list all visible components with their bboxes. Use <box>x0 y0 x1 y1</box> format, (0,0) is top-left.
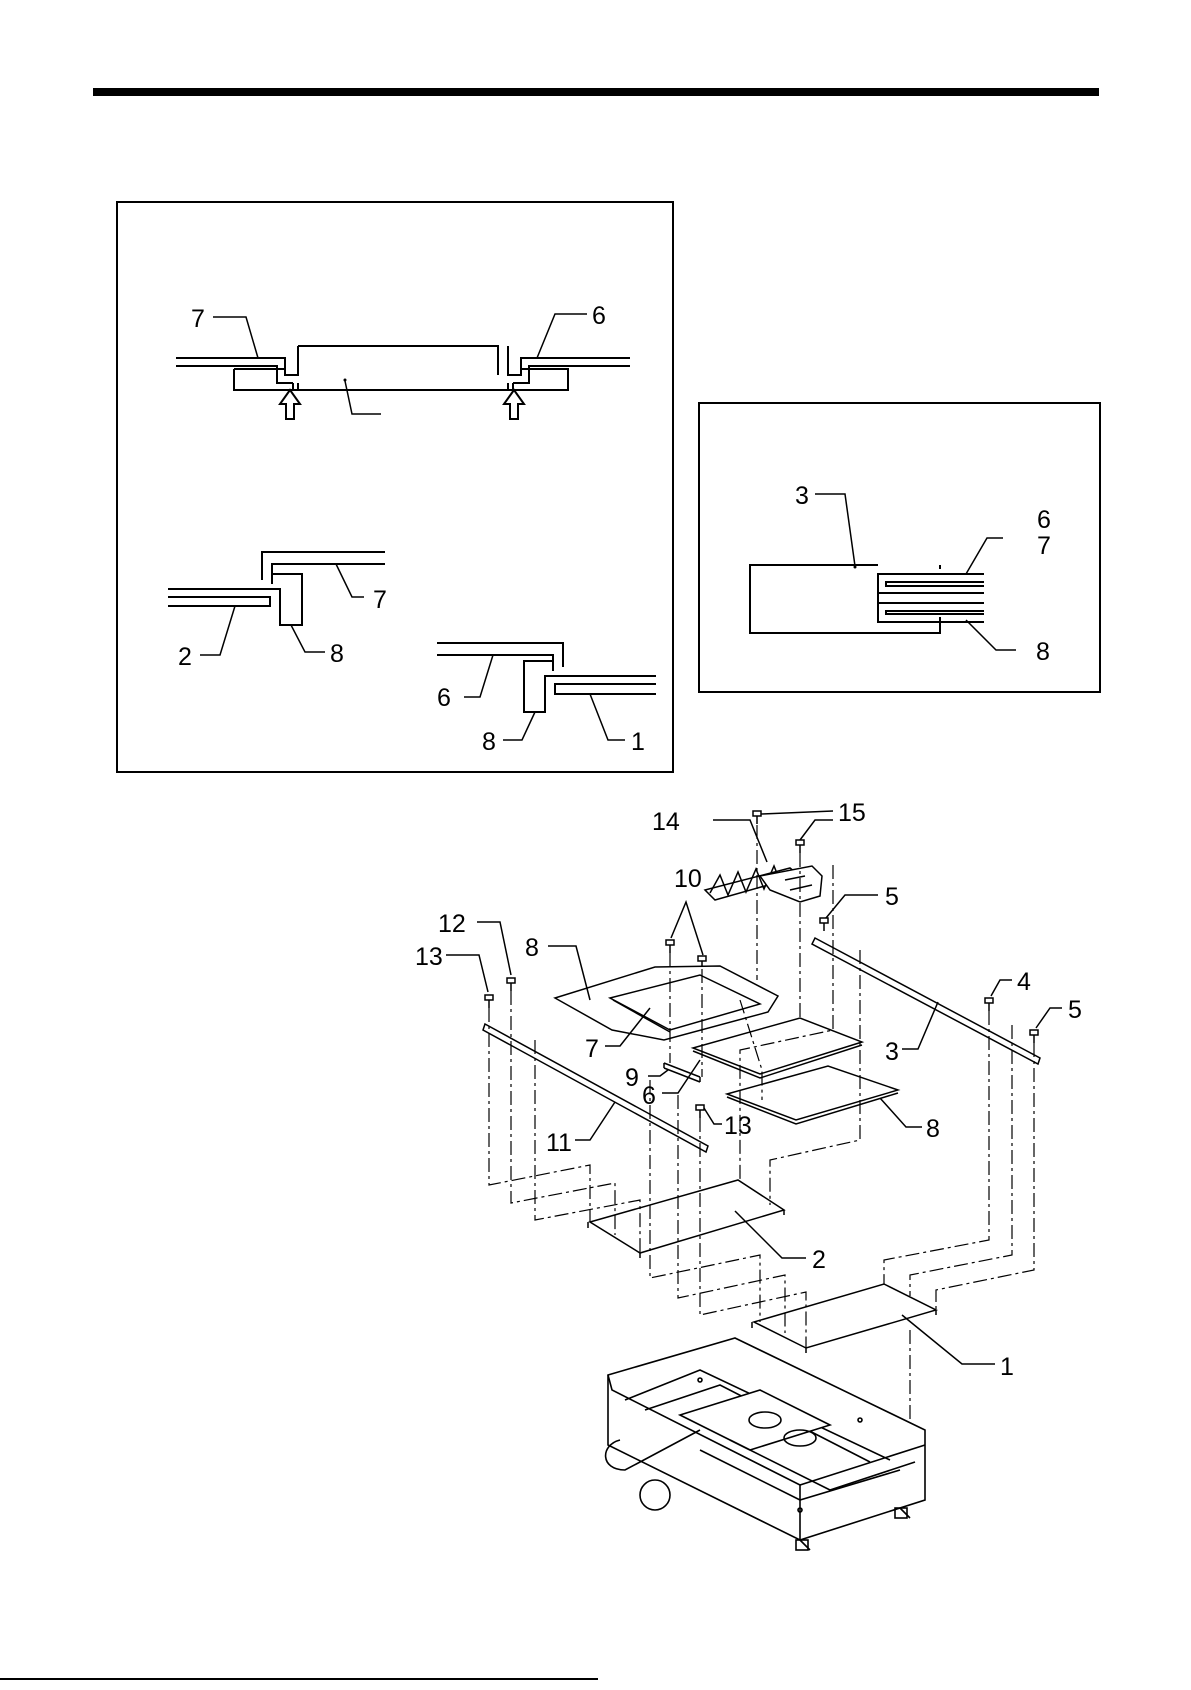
callout-10: 10 <box>674 865 702 893</box>
screw-icon <box>796 840 804 853</box>
screw-icon <box>696 1105 704 1118</box>
screw-icon <box>507 978 515 991</box>
screw-icon <box>985 998 993 1011</box>
sheet-6 <box>693 1018 862 1074</box>
callout-15: 15 <box>838 799 866 827</box>
detail-a-mid-left-section <box>168 552 385 625</box>
callout-5: 5 <box>1068 996 1082 1024</box>
screw-icon <box>753 811 761 824</box>
callout-13: 13 <box>415 943 443 971</box>
callout-14: 14 <box>652 808 680 836</box>
exploded-view: 14 15 10 8 7 9 6 8 <box>415 799 1082 1550</box>
plate-2 <box>590 1180 784 1253</box>
callout-6: 6 <box>437 684 451 712</box>
callout-8: 8 <box>525 934 539 962</box>
callout-6: 6 <box>642 1082 656 1110</box>
callout-2: 2 <box>178 643 192 671</box>
callout-5: 5 <box>885 883 899 911</box>
callout-1: 1 <box>1000 1353 1014 1381</box>
detail-a-low-right-section <box>437 643 656 712</box>
screw-icon <box>666 940 674 953</box>
callout-2: 2 <box>812 1246 826 1274</box>
callout-8: 8 <box>1036 638 1050 666</box>
header-rule <box>93 88 1099 96</box>
callout-1: 1 <box>631 728 645 756</box>
detail-a-panel: 7 6 7 2 8 6 8 1 <box>117 202 673 772</box>
sheet-8-lower <box>727 1066 898 1120</box>
screw-icon <box>1030 1030 1038 1043</box>
arrow-up-icon <box>280 390 300 419</box>
detail-b-section <box>750 565 984 633</box>
callout-9: 9 <box>625 1064 639 1092</box>
screw-icon <box>485 995 493 1008</box>
callout-8: 8 <box>482 728 496 756</box>
detail-a-top-section <box>176 346 630 390</box>
callout-7: 7 <box>373 586 387 614</box>
machine-base <box>606 1338 925 1550</box>
callout-11: 11 <box>546 1129 572 1157</box>
callout-4: 4 <box>1017 968 1031 996</box>
callout-8: 8 <box>330 640 344 668</box>
callout-3: 3 <box>885 1038 899 1066</box>
screw-icon <box>820 918 828 931</box>
footer-rule <box>0 1678 598 1680</box>
callout-6: 6 <box>1037 506 1051 534</box>
callout-7: 7 <box>585 1035 599 1063</box>
plate-1 <box>754 1284 936 1348</box>
bar-9 <box>664 1063 700 1082</box>
callout-7: 7 <box>1037 532 1051 560</box>
callout-13: 13 <box>724 1112 752 1140</box>
callout-12: 12 <box>438 910 466 938</box>
arrow-up-icon <box>504 390 524 419</box>
detail-b-panel: 3 6 7 8 <box>699 403 1100 692</box>
callout-8: 8 <box>926 1115 940 1143</box>
callout-6: 6 <box>592 302 606 330</box>
callout-3: 3 <box>795 482 809 510</box>
bellows-cover <box>705 866 822 902</box>
callout-7: 7 <box>191 305 205 333</box>
